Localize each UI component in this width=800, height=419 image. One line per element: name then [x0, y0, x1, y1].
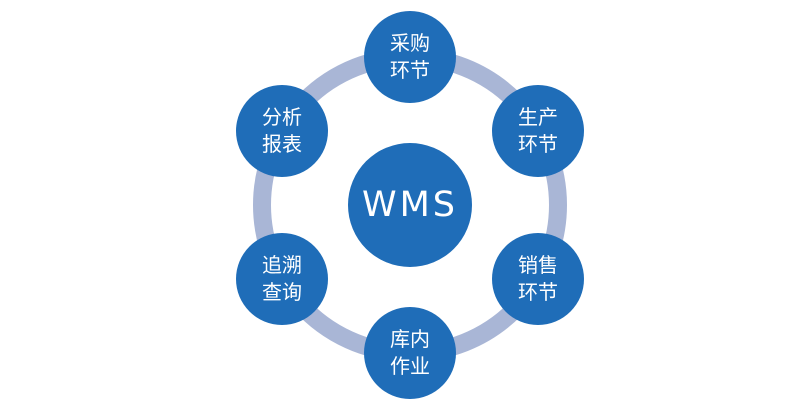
node-sales-label-line1: 销售 — [518, 253, 558, 277]
node-warehouse-operations: 库内 作业 — [364, 307, 456, 399]
node-analysis-reports-label-line1: 分析 — [262, 105, 302, 129]
center-node-wms: WMS — [348, 143, 472, 267]
node-production: 生产 环节 — [492, 85, 584, 177]
node-sales-label-line2: 环节 — [518, 280, 558, 304]
node-warehouse-operations-label-line1: 库内 — [390, 327, 430, 351]
node-procurement: 采购 环节 — [364, 11, 456, 103]
node-procurement-label-line1: 采购 — [390, 31, 430, 55]
node-analysis-reports-label-line2: 报表 — [262, 132, 302, 156]
node-sales: 销售 环节 — [492, 233, 584, 325]
center-node-label: WMS — [361, 185, 459, 225]
node-production-label-line2: 环节 — [518, 132, 558, 156]
node-trace-query-label-line2: 查询 — [262, 280, 302, 304]
node-trace-query: 追溯 查询 — [236, 233, 328, 325]
node-analysis-reports: 分析 报表 — [236, 85, 328, 177]
node-production-label-line1: 生产 — [518, 105, 558, 129]
node-warehouse-operations-label-line2: 作业 — [390, 354, 430, 378]
node-procurement-label-line2: 环节 — [390, 58, 430, 82]
node-trace-query-label-line1: 追溯 — [262, 253, 302, 277]
